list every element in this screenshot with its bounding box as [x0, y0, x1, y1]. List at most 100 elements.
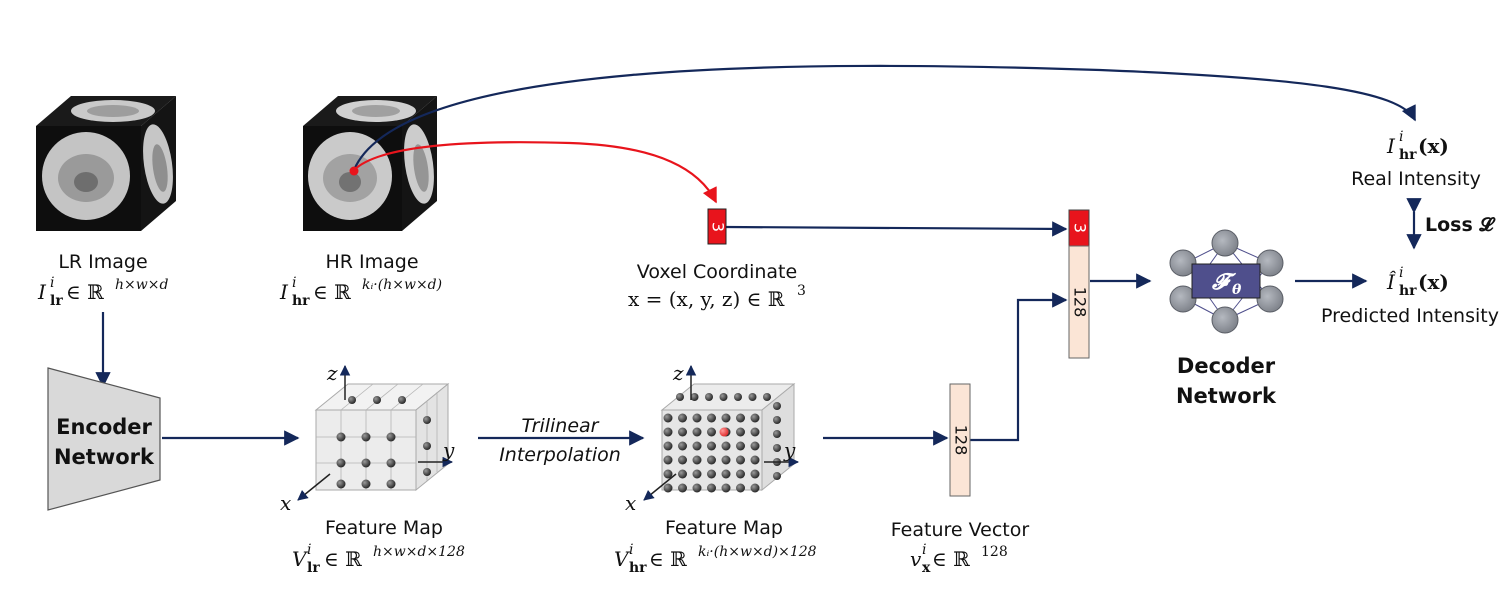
- hr-grid-point: [663, 455, 673, 465]
- hr-grid-point: [707, 455, 716, 465]
- hr-grid-point: [678, 413, 687, 423]
- svg-text:i: i: [292, 275, 296, 291]
- hr-image-label: HR Image: [325, 251, 418, 273]
- svg-text:x = (x, y, z) ∈ ℝ: x = (x, y, z) ∈ ℝ: [628, 287, 785, 311]
- svg-text:h×w×d×128: h×w×d×128: [373, 544, 465, 560]
- voxel-label: Voxel Coordinate: [637, 261, 797, 283]
- svg-text:i: i: [50, 275, 54, 291]
- hr-grid-point: [707, 483, 716, 493]
- hr-grid-point: [721, 483, 731, 493]
- encoder-label-line1: Encoder: [56, 415, 152, 439]
- hr-grid-point: [692, 483, 702, 493]
- feature-vector-value: 128: [952, 425, 971, 456]
- hr-grid-point: [750, 427, 760, 437]
- svg-text:x: x: [922, 560, 931, 576]
- arrows: [95, 64, 1422, 446]
- feature-vector-formula: v i x ∈ ℝ 128: [910, 542, 1008, 576]
- real-intensity-formula: I i hr (x): [1386, 129, 1449, 163]
- hr-grid-point: [773, 402, 781, 410]
- svg-text:∈ ℝ: ∈ ℝ: [649, 547, 687, 571]
- hr-grid-point: [663, 441, 673, 451]
- hr-grid-point: [690, 393, 699, 401]
- sampled-voxel-dot: [349, 166, 359, 176]
- concatenated-vector: 3 128: [1068, 209, 1090, 359]
- hr-grid-point: [705, 393, 713, 401]
- svg-text:i: i: [922, 542, 926, 558]
- arrow-hr-to-real-intensity: [352, 64, 1416, 171]
- encoder-network: Encoder Network: [47, 367, 161, 511]
- hr-grid-point: [692, 469, 702, 479]
- svg-text:∈ ℝ: ∈ ℝ: [932, 547, 970, 571]
- hr-grid-point: [707, 441, 716, 451]
- hr-grid-point: [736, 413, 745, 423]
- decoder-symbol-sub: θ: [1232, 282, 1242, 298]
- lr-image-label: LR Image: [58, 251, 147, 273]
- svg-text:I: I: [1386, 134, 1396, 158]
- real-intensity-label: Real Intensity: [1351, 168, 1481, 190]
- hr-grid-point: [719, 393, 728, 401]
- hr-grid-point: [773, 416, 781, 424]
- hr-grid-point: [734, 393, 742, 401]
- lr-axis-y: y: [442, 438, 455, 462]
- svg-text:v: v: [910, 547, 922, 571]
- feature-map-hr-formula: V i hr ∈ ℝ kᵢ·(h×w×d)×128: [614, 542, 817, 576]
- encoder-label-line2: Network: [54, 445, 155, 469]
- voxel-box-value: 3: [709, 222, 728, 232]
- loss-label: Loss 𝓛: [1425, 214, 1496, 236]
- hr-grid-point: [663, 413, 673, 423]
- svg-text:(x): (x): [1418, 134, 1449, 158]
- hr-axis-y: y: [783, 438, 796, 462]
- hr-grid-point: [750, 455, 760, 465]
- svg-text:kᵢ·(h×w×d): kᵢ·(h×w×d): [362, 277, 442, 293]
- svg-text:i: i: [307, 542, 311, 558]
- feature-map-lr-grid: z y x: [280, 361, 455, 515]
- hr-grid-point: [721, 441, 731, 451]
- svg-text:128: 128: [981, 544, 1008, 560]
- hr-grid-point: [692, 427, 702, 437]
- svg-text:i: i: [1399, 129, 1403, 145]
- arrow-hr-to-voxel: [353, 141, 717, 204]
- hr-grid-point: [750, 469, 760, 479]
- interpolation-label-line2: Interpolation: [499, 444, 621, 466]
- lr-axis-z: z: [326, 361, 338, 385]
- svg-text:∈ ℝ: ∈ ℝ: [313, 280, 351, 304]
- decoder-label-line1: Decoder: [1177, 354, 1276, 378]
- hr-grid-point: [678, 469, 687, 479]
- hr-image-formula: I i hr ∈ ℝ kᵢ·(h×w×d): [279, 275, 442, 309]
- concat-top-value: 3: [1071, 223, 1090, 233]
- hr-grid-point: [678, 455, 687, 465]
- lr-brain-cube-image: [36, 96, 176, 231]
- hr-grid-point: [736, 427, 745, 437]
- hr-grid-point: [736, 483, 745, 493]
- hr-axis-x: x: [625, 491, 636, 515]
- hr-grid-point: [663, 469, 673, 479]
- arrow-vector-to-concat: [970, 292, 1068, 442]
- svg-text:V: V: [614, 547, 631, 571]
- svg-text:I: I: [279, 280, 289, 304]
- svg-text:I: I: [37, 280, 47, 304]
- svg-text:3: 3: [797, 283, 806, 299]
- hr-axis-z: z: [672, 361, 684, 385]
- feature-vector-label: Feature Vector: [891, 519, 1030, 541]
- feature-map-lr-label: Feature Map: [325, 517, 443, 539]
- svg-text:hr: hr: [1399, 283, 1417, 299]
- svg-text:i: i: [629, 542, 633, 558]
- svg-text:h×w×d: h×w×d: [115, 277, 168, 293]
- decoder-network: 𝓕 θ Decoder Network: [1169, 229, 1284, 408]
- interpolation-label-line1: Trilinear: [522, 415, 600, 437]
- svg-text:kᵢ·(h×w×d)×128: kᵢ·(h×w×d)×128: [698, 544, 817, 560]
- hr-grid-point: [707, 469, 716, 479]
- hr-grid-point: [663, 427, 673, 437]
- svg-text:hr: hr: [629, 560, 647, 576]
- voxel-coordinate-box: 3: [707, 208, 728, 245]
- hr-grid-point: [763, 393, 771, 401]
- lr-axis-x: x: [280, 491, 291, 515]
- interpolated-red-point: [719, 427, 729, 437]
- hr-grid-point: [773, 430, 781, 438]
- svg-text:lr: lr: [50, 293, 63, 309]
- arrow-voxel-to-concat: [725, 221, 1068, 237]
- hr-grid-point: [721, 455, 731, 465]
- hr-grid-point: [678, 427, 687, 437]
- feature-map-hr-label: Feature Map: [665, 517, 783, 539]
- hr-grid-point: [663, 483, 673, 493]
